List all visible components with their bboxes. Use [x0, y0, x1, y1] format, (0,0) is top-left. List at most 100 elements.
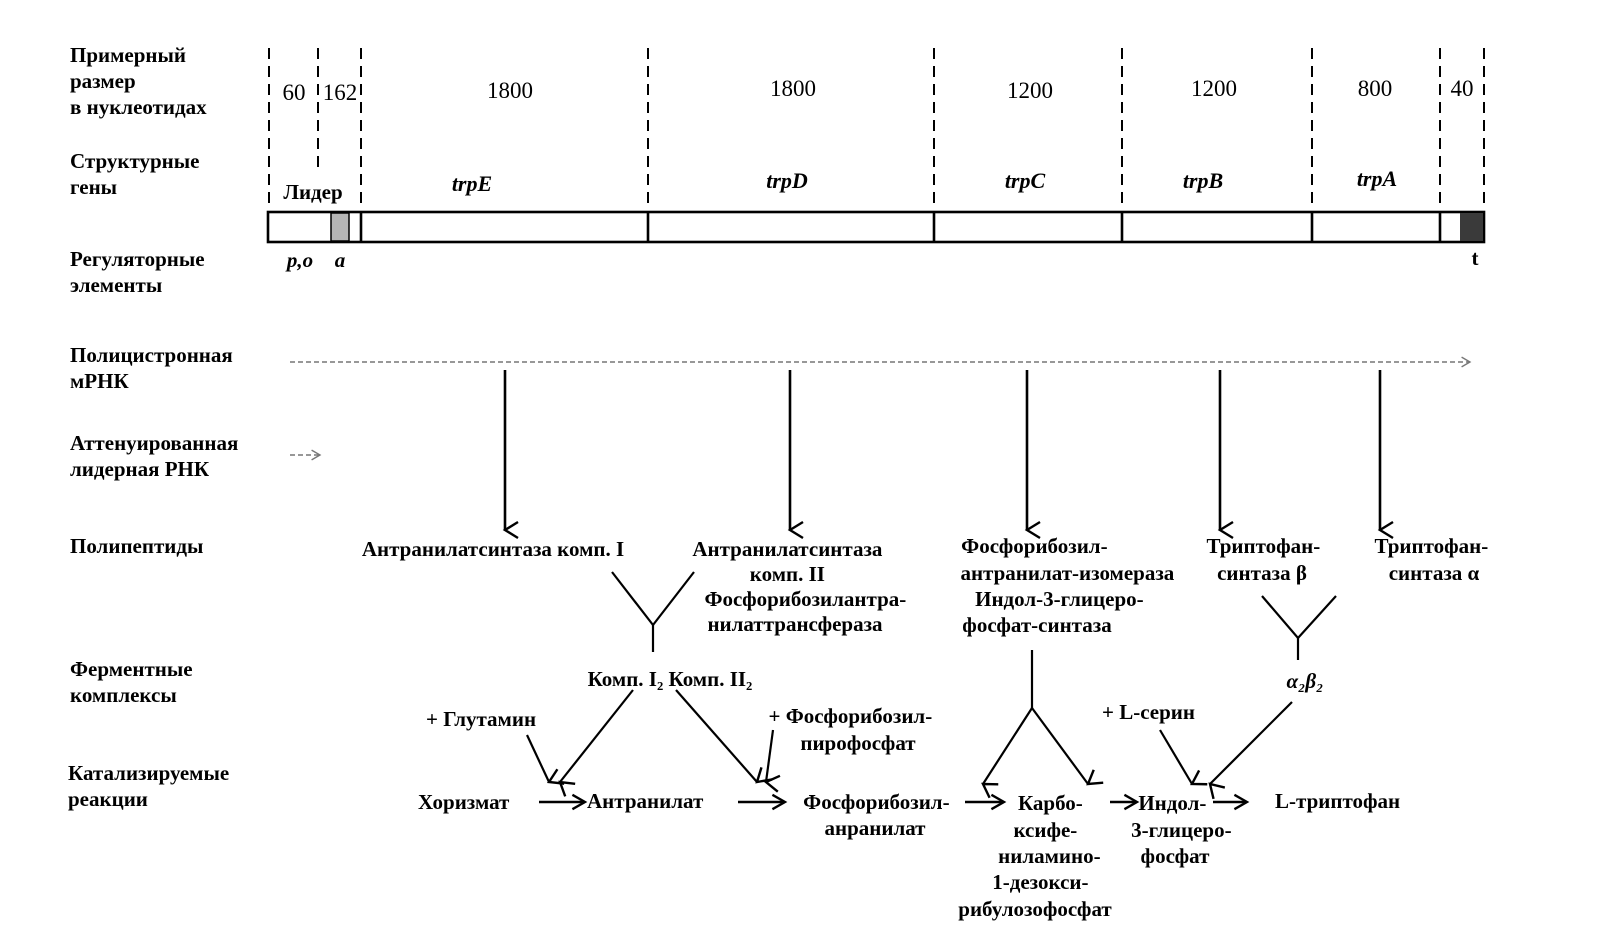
cofactor-serine: + L-серин [1102, 700, 1195, 724]
polypeptide-trpB: Триптофан- синтаза β [1207, 534, 1326, 585]
cofactors: + Глутамин + Фосфорибозил- пирофосфат + … [426, 700, 1195, 755]
metabolite-igp-line-1: Индол- [1138, 791, 1206, 815]
label-structural-line-2: гены [70, 175, 117, 199]
arrow-trpC-to-isomerase-step [981, 707, 1033, 799]
complex-alpha2-beta2: α₂β₂ [1286, 669, 1323, 693]
polypeptide-trpC-line-1: Фосфорибозил- [961, 534, 1107, 558]
label-regulatory-line-1: Регуляторные [70, 247, 205, 271]
polypeptide-trpE: Антранилатсинтаза комп. I [362, 537, 624, 561]
terminator-block [1460, 213, 1483, 241]
arrow-comp-to-anthranilate-step [675, 689, 773, 784]
label-complexes-line-2: комплексы [70, 683, 177, 707]
enzyme-complexes: Комп. I₂ Комп. II₂ α₂β₂ [588, 667, 1324, 693]
metabolite-cdrp-line-4: 1-дезокси- [992, 870, 1088, 894]
reaction-chain: Хоризмат Антранилат Фосфорибозил- анрани… [418, 789, 1400, 921]
cofactor-prpp-line-2: пирофосфат [800, 731, 916, 755]
label-mrna-line-1: Полицистронная [70, 343, 233, 367]
regulatory-attenuator: a [335, 248, 346, 272]
size-trpB: 1200 [1191, 76, 1237, 101]
polypeptide-trpA-line-1: Триптофан- [1375, 534, 1489, 558]
size-trpE: 1800 [487, 78, 533, 103]
arrow-prpp-in [763, 729, 781, 793]
label-polycistronic-mrna: Полицистронная мРНК [70, 343, 238, 393]
label-reactions-line-1: Катализируемые [68, 761, 229, 785]
polypeptide-trpD-line-4: нилаттрансфераза [707, 612, 883, 636]
gene-leader: Лидер [283, 180, 342, 204]
size-trpC: 1200 [1007, 78, 1053, 103]
polypeptide-trpB-line-1: Триптофан- [1207, 534, 1321, 558]
polypeptide-trpC: Фосфорибозил- антранилат-изомераза Индол… [960, 534, 1179, 637]
metabolite-l-tryptophan: L-триптофан [1275, 789, 1400, 813]
polypeptide-trpD-line-3: Фосфорибозилантра- [704, 587, 906, 611]
size-leader: 60 [283, 80, 306, 105]
label-size-line-2: размер [70, 69, 136, 93]
label-reactions-line-2: реакции [68, 787, 148, 811]
metabolite-cdrp-line-3: ниламино- [998, 844, 1100, 868]
metabolite-igp-line-3: фосфат [1141, 844, 1211, 868]
label-size: Примерный размер в нуклеотидах [70, 43, 207, 119]
segment-boundaries [268, 48, 1485, 208]
arrow-comp-to-chorismate-step [558, 689, 634, 797]
metabolite-anthranilate: Антранилат [587, 789, 704, 813]
arrow-serine-in [1159, 729, 1208, 786]
polypeptide-trpD-line-2: комп. II [750, 562, 825, 586]
label-structural-line-1: Структурные [70, 149, 200, 173]
gene-trpE: trpE [452, 171, 492, 196]
metabolite-cdrp: Карбо- ксифе- ниламино- 1-дезокси- рибул… [958, 791, 1112, 921]
polypeptide-trpC-line-2: антранилат-изомераза [960, 561, 1174, 585]
label-catalyzed-reactions: Катализируемые реакции [68, 761, 234, 811]
catalysis-arrows [526, 689, 1293, 800]
size-attenuator: 162 [323, 80, 358, 105]
regulatory-elements: p,o a t [285, 246, 1479, 272]
gene-trpC: trpC [1005, 168, 1046, 193]
attenuator-block [330, 212, 350, 242]
cofactor-prpp-line-1: + Фосфорибозил- [769, 704, 933, 728]
arrow-ab-to-tryptophan-step [1208, 701, 1293, 800]
regulatory-terminator: t [1472, 246, 1479, 270]
size-trpD: 1800 [770, 76, 816, 101]
metabolite-cdrp-line-1: Карбо- [1018, 791, 1083, 815]
assembly-ab-y [1261, 595, 1337, 640]
gene-trpB: trpB [1183, 168, 1223, 193]
metabolite-indole-glycerol-phosphate: Индол- 3-глицеро- фосфат [1131, 791, 1237, 868]
polypeptide-trpE-line-1: Антранилатсинтаза комп. I [362, 537, 624, 561]
regulatory-promoter-operator: p,o [285, 248, 313, 272]
gene-trpA: trpA [1357, 166, 1397, 191]
label-enzyme-complexes: Ферментные комплексы [70, 657, 198, 707]
metabolite-cdrp-line-5: рибулозофосфат [958, 897, 1112, 921]
label-complexes-line-1: Ферментные [70, 657, 193, 681]
polypeptide-trpB-line-2: синтаза β [1217, 561, 1307, 585]
assembly-comp-y [611, 571, 695, 627]
assembly-lines [611, 571, 1337, 708]
structural-genes: Лидер trpE trpD trpC trpB trpA [283, 166, 1397, 204]
size-terminator: 40 [1451, 76, 1474, 101]
metabolite-igp-line-2: 3-глицеро- [1131, 818, 1231, 842]
cofactor-prpp: + Фосфорибозил- пирофосфат [769, 704, 938, 755]
complex-comp-I2-II2: Комп. I₂ Комп. II₂ [588, 667, 753, 691]
metabolite-cdrp-line-2: ксифе- [1013, 818, 1077, 842]
operon-outline [266, 210, 1486, 244]
polypeptide-trpD: Антранилатсинтаза комп. II Фосфорибозила… [692, 537, 911, 636]
label-attenuated-line-2: лидерная РНК [70, 457, 210, 481]
arrow-glutamine-in [526, 734, 565, 785]
label-polypeptides: Полипептиды [70, 534, 203, 558]
translation-arrows [502, 370, 1394, 540]
polypeptide-trpC-line-3: Индол-3-глицеро- [975, 587, 1144, 611]
label-polypeptides-line-1: Полипептиды [70, 534, 203, 558]
label-regulatory-elements: Регуляторные элементы [70, 247, 210, 297]
label-regulatory-line-2: элементы [70, 273, 162, 297]
polypeptide-trpC-line-4: фосфат-синтаза [962, 613, 1112, 637]
segment-sizes: 60 162 1800 1800 1200 1200 800 40 [283, 76, 1474, 105]
label-structural-genes: Структурные гены [70, 149, 205, 199]
metabolite-pra-line-1: Фосфорибозил- [803, 790, 949, 814]
label-attenuated-line-1: Аттенуированная [70, 431, 238, 455]
polypeptide-trpA: Триптофан- синтаза α [1375, 534, 1494, 585]
label-mrna-line-2: мРНК [70, 369, 129, 393]
metabolite-pra-line-2: анранилат [824, 816, 926, 840]
metabolite-phosphoribosyl-anthranilate: Фосфорибозил- анранилат [803, 790, 955, 840]
polypeptide-trpD-line-1: Антранилатсинтаза [692, 537, 883, 561]
label-size-line-1: Примерный [70, 43, 186, 67]
operon-bar [266, 210, 1486, 244]
cofactor-glutamine: + Глутамин [426, 707, 536, 731]
